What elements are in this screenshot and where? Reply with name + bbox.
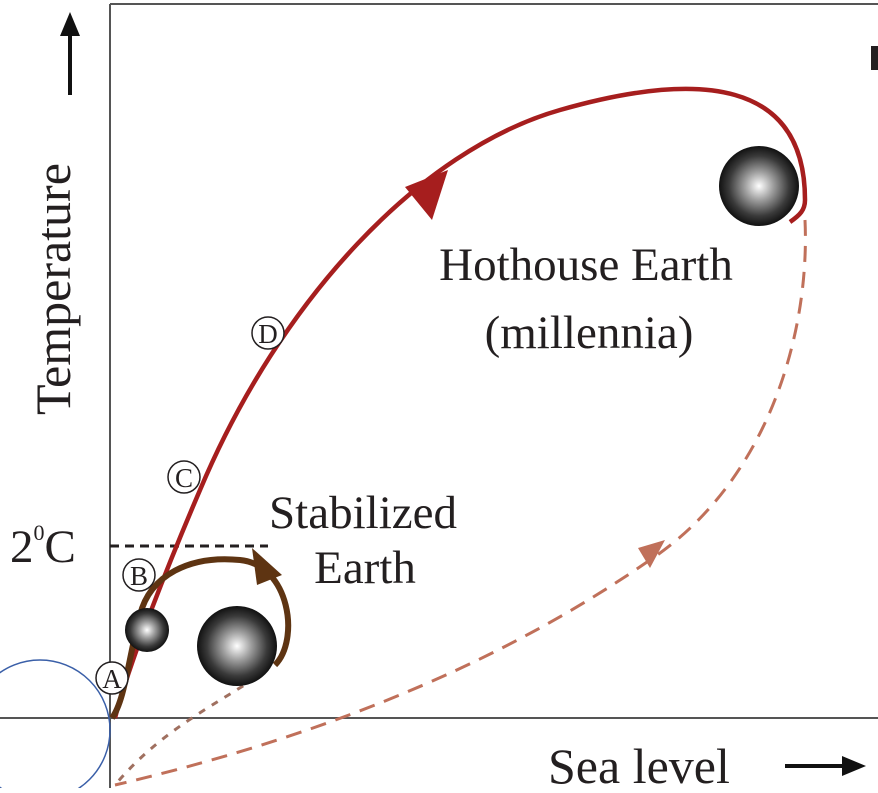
point-marker-c: C (167, 460, 201, 494)
point-marker-b: B (122, 558, 156, 592)
threshold-label: 20C (10, 520, 76, 573)
blue-circle-outline (0, 659, 111, 793)
plot-frame (0, 3, 878, 788)
threshold-value: 2 (10, 521, 34, 573)
point-label-d: D (258, 319, 278, 349)
threshold-superscript: 0 (34, 520, 45, 545)
stabilized-label-line1: Stabilized (269, 487, 457, 539)
point-marker-d: D (251, 316, 285, 350)
small-ball (125, 608, 169, 652)
hothouse-ball (719, 146, 799, 226)
edge-mark (871, 46, 878, 70)
hothouse-label-line2: (millennia) (485, 307, 694, 359)
x-axis-arrow (785, 756, 866, 776)
point-label-c: C (175, 463, 193, 493)
hothouse-path (112, 86, 808, 719)
y-axis-arrow (60, 12, 80, 95)
return-path-arrowhead (638, 540, 665, 568)
x-axis-label: Sea level (548, 738, 730, 788)
y-axis-label: Temperature (25, 163, 81, 415)
threshold-unit: C (45, 521, 76, 573)
point-marker-a: A (95, 661, 129, 695)
hothouse-arrowhead (405, 170, 448, 220)
point-label-a: A (102, 664, 122, 694)
hothouse-label-line1: Hothouse Earth (439, 239, 733, 291)
return-path-stabilized (113, 658, 281, 786)
point-label-b: B (130, 561, 148, 591)
stabilized-ball (197, 606, 277, 686)
stabilized-arrowhead (252, 548, 282, 585)
stabilized-label-line2: Earth (314, 542, 416, 594)
return-path-hothouse (114, 219, 807, 787)
